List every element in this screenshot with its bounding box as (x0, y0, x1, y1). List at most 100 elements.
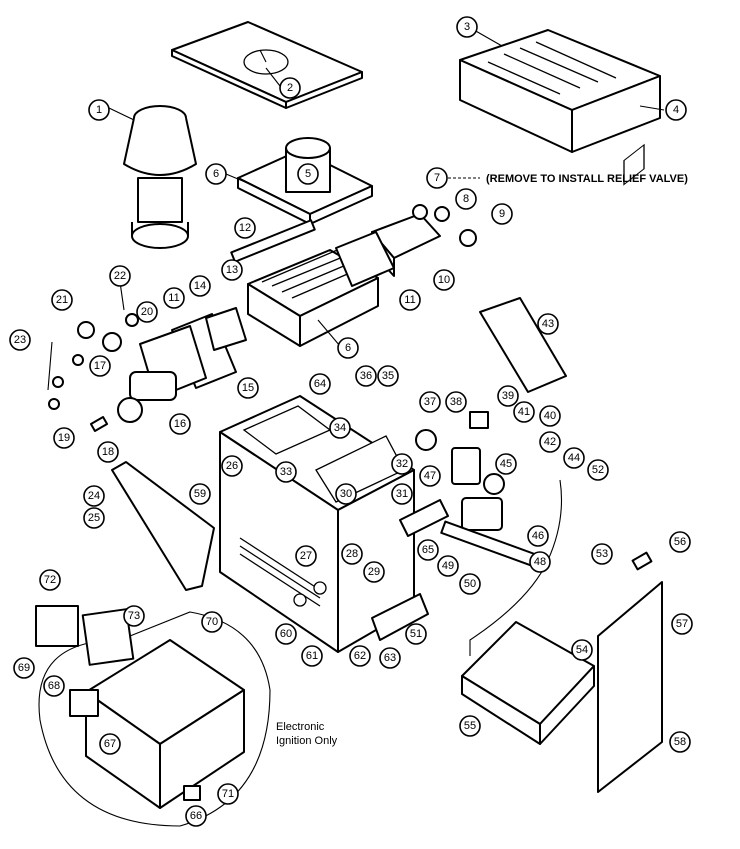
svg-text:5: 5 (305, 168, 311, 180)
callout-11-right: 11 (399, 289, 421, 311)
svg-text:47: 47 (424, 470, 436, 482)
svg-text:49: 49 (442, 560, 454, 572)
part-side-panel (111, 461, 215, 591)
svg-text:61: 61 (306, 650, 318, 662)
callout-30: 30 (335, 483, 357, 505)
svg-text:3: 3 (464, 21, 470, 33)
svg-text:63: 63 (384, 652, 396, 664)
callout-13: 13 (221, 259, 243, 281)
callout-66: 66 (185, 805, 207, 827)
svg-text:66: 66 (190, 810, 202, 822)
callout-6-upper: 6 (205, 163, 227, 185)
part-gasket-left-assembly (117, 307, 247, 423)
svg-text:26: 26 (226, 460, 238, 472)
callout-67: 67 (99, 733, 121, 755)
callout-48: 48 (529, 551, 551, 573)
callout-7: 7 (426, 167, 448, 189)
callout-51: 51 (405, 623, 427, 645)
callout-12: 12 (234, 217, 256, 239)
relief-valve-note: (REMOVE TO INSTALL RELIEF VALVE) (486, 173, 688, 185)
svg-text:59: 59 (194, 488, 206, 500)
svg-text:35: 35 (382, 370, 394, 382)
callout-46: 46 (527, 525, 549, 547)
svg-text:20: 20 (141, 306, 153, 318)
callout-2: 2 (279, 77, 301, 99)
callout-38: 38 (445, 391, 467, 413)
svg-text:32: 32 (396, 458, 408, 470)
svg-text:41: 41 (518, 406, 530, 418)
callout-24: 24 (83, 485, 105, 507)
callout-33: 33 (275, 461, 297, 483)
callout-19: 19 (53, 427, 75, 449)
callout-15: 15 (237, 377, 259, 399)
svg-text:67: 67 (104, 738, 116, 750)
callout-18: 18 (97, 441, 119, 463)
callout-63: 63 (379, 647, 401, 669)
part-mounting-plate (479, 297, 567, 393)
svg-text:73: 73 (128, 610, 140, 622)
svg-text:54: 54 (576, 644, 588, 656)
part-relief-fittings (412, 204, 477, 247)
svg-text:29: 29 (368, 566, 380, 578)
callout-20: 20 (136, 301, 158, 323)
part-screw (631, 551, 653, 571)
svg-text:11: 11 (404, 294, 415, 306)
callout-25: 25 (83, 507, 105, 529)
callout-55: 55 (459, 715, 481, 737)
part-fittings (48, 313, 139, 432)
svg-text:37: 37 (424, 396, 436, 408)
callout-23: 23 (9, 329, 31, 351)
svg-text:36: 36 (360, 370, 372, 382)
part-front-panel (597, 143, 663, 793)
svg-text:21: 21 (56, 294, 68, 306)
callout-44: 44 (563, 447, 585, 469)
svg-text:43: 43 (542, 318, 554, 330)
callout-41: 41 (513, 401, 535, 423)
svg-text:62: 62 (354, 650, 366, 662)
svg-text:40: 40 (544, 410, 556, 422)
callout-68: 68 (43, 675, 65, 697)
svg-text:27: 27 (300, 550, 312, 562)
callout-6-lower: 6 (337, 337, 359, 359)
callout-56: 56 (669, 531, 691, 553)
svg-text:65: 65 (422, 544, 434, 556)
callout-69: 69 (13, 657, 35, 679)
svg-text:13: 13 (226, 264, 238, 276)
svg-text:39: 39 (502, 390, 514, 402)
svg-text:52: 52 (592, 464, 604, 476)
svg-text:58: 58 (674, 736, 686, 748)
callout-35: 35 (377, 365, 399, 387)
callout-8: 8 (455, 188, 477, 210)
svg-text:34: 34 (334, 422, 346, 434)
callout-10: 10 (433, 269, 455, 291)
svg-text:69: 69 (18, 662, 30, 674)
svg-text:45: 45 (500, 458, 512, 470)
callout-36: 36 (355, 365, 377, 387)
svg-text:60: 60 (280, 628, 292, 640)
svg-text:11: 11 (168, 292, 179, 304)
svg-text:30: 30 (340, 488, 352, 500)
svg-text:2: 2 (287, 82, 293, 94)
callout-47: 47 (419, 465, 441, 487)
callout-34: 34 (329, 417, 351, 439)
callout-3: 3 (456, 16, 478, 38)
svg-text:71: 71 (222, 788, 234, 800)
svg-text:17: 17 (94, 360, 106, 372)
svg-text:10: 10 (438, 274, 450, 286)
svg-text:57: 57 (676, 618, 688, 630)
svg-text:46: 46 (532, 530, 544, 542)
callout-52: 52 (587, 459, 609, 481)
callout-27: 27 (295, 545, 317, 567)
callout-72: 72 (39, 569, 61, 591)
svg-text:28: 28 (346, 548, 358, 560)
svg-text:4: 4 (673, 104, 679, 116)
svg-text:15: 15 (242, 382, 254, 394)
svg-text:55: 55 (464, 720, 476, 732)
svg-text:24: 24 (88, 490, 100, 502)
svg-text:14: 14 (194, 280, 206, 292)
part-drip-tray (461, 621, 595, 745)
svg-text:44: 44 (568, 452, 580, 464)
callout-26: 26 (221, 455, 243, 477)
svg-text:6: 6 (213, 168, 219, 180)
callout-64: 64 (309, 373, 331, 395)
